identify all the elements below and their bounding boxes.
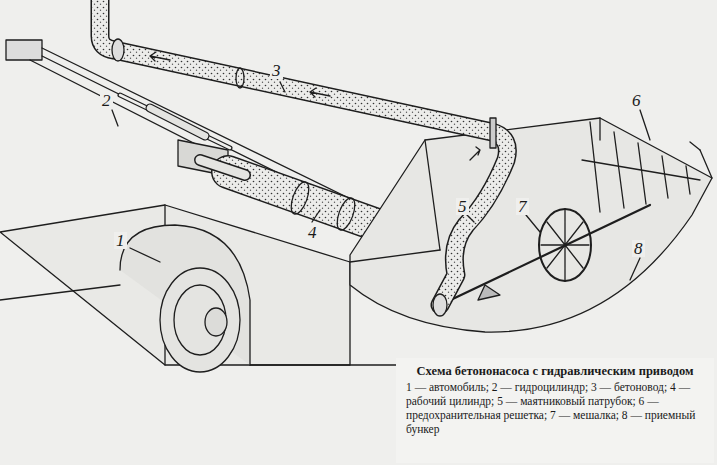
figure-title: Схема бетононасоса с гидравлическим прив… bbox=[404, 364, 706, 378]
callout-number: 7 bbox=[516, 198, 529, 215]
figure-caption: 1 — автомобиль; 2 — гидроцилиндр; 3 — бе… bbox=[406, 381, 708, 436]
callout-number: 8 bbox=[632, 240, 645, 257]
callout-number: 5 bbox=[456, 198, 469, 215]
callout-number: 1 bbox=[114, 232, 127, 249]
caption-panel: Схема бетононасоса с гидравлическим прив… bbox=[396, 358, 714, 463]
callout-number: 3 bbox=[270, 62, 283, 79]
callout-number: 2 bbox=[100, 92, 113, 109]
callout-number: 6 bbox=[630, 92, 643, 109]
callout-number: 4 bbox=[306, 224, 319, 241]
